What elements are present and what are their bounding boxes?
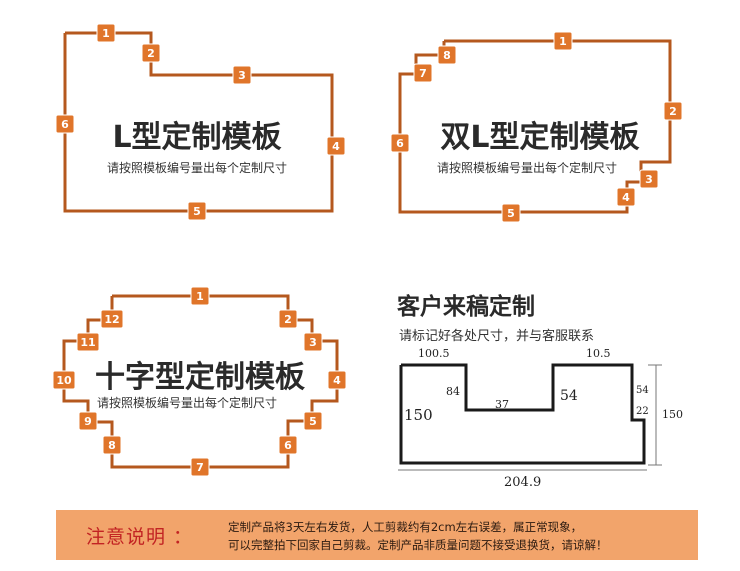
- sketch-outline: [399, 363, 646, 465]
- number-badge: 5: [501, 203, 521, 223]
- svg-text:2: 2: [669, 105, 677, 118]
- cross-badges: 1 2 3 4 5 6 7 8 9 10 11 12: [52, 286, 347, 477]
- l-shape-title: L型定制模板: [112, 120, 281, 155]
- double-l-badges: 1 2 3 4 5 6 7 8: [390, 31, 683, 223]
- svg-text:11: 11: [80, 336, 95, 349]
- number-badge: 8: [102, 435, 122, 455]
- number-badge: 3: [639, 169, 659, 189]
- svg-text:3: 3: [309, 336, 317, 349]
- number-badge: 6: [55, 114, 75, 134]
- measure-notch-bottom: 37: [495, 398, 509, 411]
- cross-subtitle: 请按照模板编号量出每个定制尺寸: [97, 395, 277, 410]
- number-badge: 1: [96, 23, 116, 43]
- number-badge: 12: [100, 309, 124, 329]
- svg-text:10: 10: [56, 374, 72, 387]
- customer-sketch: 客户来稿定制 请标记好各处尺寸，并与客服联系 100.5 10.5 150 84…: [397, 293, 683, 490]
- svg-text:8: 8: [443, 49, 451, 62]
- svg-text:9: 9: [84, 415, 92, 428]
- number-badge: 2: [663, 101, 683, 121]
- svg-text:7: 7: [196, 461, 204, 474]
- l-shape-badges: 1 2 3 4 5 6: [55, 23, 346, 221]
- svg-text:3: 3: [238, 69, 246, 82]
- number-badge: 9: [78, 411, 98, 431]
- measure-right-upper: 54: [636, 385, 649, 396]
- double-l-outline: [398, 39, 672, 214]
- notice-text: 定制产品将3天左右发货，人工剪裁约有2cm左右误差，属正常现象， 可以完整拍下回…: [228, 518, 694, 554]
- l-shape-subtitle: 请按照模板编号量出每个定制尺寸: [107, 160, 287, 175]
- number-badge: 10: [52, 370, 76, 390]
- l-shape-template: L型定制模板 请按照模板编号量出每个定制尺寸 1 2 3 4 5 6: [55, 23, 346, 221]
- number-badge: 3: [303, 332, 323, 352]
- svg-text:2: 2: [147, 47, 155, 60]
- svg-text:1: 1: [102, 27, 110, 40]
- notice-bar: 注意说明 ： 定制产品将3天左右发货，人工剪裁约有2cm左右误差，属正常现象， …: [56, 510, 698, 560]
- svg-text:5: 5: [507, 207, 515, 220]
- svg-text:1: 1: [559, 35, 567, 48]
- number-badge: 4: [616, 187, 636, 207]
- svg-text:1: 1: [196, 290, 204, 303]
- svg-text:6: 6: [396, 137, 404, 150]
- number-badge: 5: [187, 201, 207, 221]
- measure-left-height: 150: [404, 406, 433, 424]
- svg-text:12: 12: [104, 313, 119, 326]
- notice-line-2: 可以完整拍下回家自己剪裁。定制产品非质量问题不接受退换货，请谅解！: [228, 538, 608, 552]
- measure-notch-left: 84: [446, 385, 460, 398]
- l-shape-outline: [63, 31, 334, 213]
- notice-label: 注意说明 ：: [86, 526, 194, 548]
- double-l-subtitle: 请按照模板编号量出每个定制尺寸: [437, 160, 617, 175]
- svg-text:4: 4: [622, 191, 630, 204]
- number-badge: 5: [303, 411, 323, 431]
- number-badge: 6: [278, 435, 298, 455]
- svg-text:4: 4: [333, 374, 341, 387]
- customer-sketch-subtitle: 请标记好各处尺寸，并与客服联系: [399, 328, 594, 344]
- measure-bottom-width: 204.9: [504, 475, 541, 490]
- svg-text:5: 5: [309, 415, 317, 428]
- svg-text:4: 4: [332, 140, 340, 153]
- number-badge: 8: [437, 45, 457, 65]
- double-l-title: 双L型定制模板: [440, 120, 639, 155]
- double-l-template: 双L型定制模板 请按照模板编号量出每个定制尺寸 1 2 3 4 5 6 7 8: [390, 31, 683, 223]
- measure-notch-right: 54: [560, 388, 578, 404]
- svg-text:6: 6: [61, 118, 69, 131]
- cross-title: 十字型定制模板: [95, 360, 305, 395]
- number-badge: 11: [76, 332, 100, 352]
- number-badge: 6: [390, 133, 410, 153]
- measure-top-left: 100.5: [418, 347, 450, 360]
- customer-sketch-title: 客户来稿定制: [397, 293, 535, 320]
- number-badge: 1: [190, 286, 210, 306]
- svg-text:3: 3: [645, 173, 653, 186]
- notice-line-1: 定制产品将3天左右发货，人工剪裁约有2cm左右误差，属正常现象，: [228, 520, 583, 534]
- number-badge: 2: [278, 309, 298, 329]
- number-badge: 4: [326, 136, 346, 156]
- svg-text:6: 6: [284, 439, 292, 452]
- svg-text:5: 5: [193, 205, 201, 218]
- number-badge: 1: [553, 31, 573, 51]
- measure-right-step: 22: [636, 406, 649, 417]
- svg-text:7: 7: [419, 67, 427, 80]
- number-badge: 2: [141, 43, 161, 63]
- measure-right-total: 150: [662, 408, 683, 421]
- number-badge: 4: [327, 370, 347, 390]
- number-badge: 3: [232, 65, 252, 85]
- number-badge: 7: [413, 63, 433, 83]
- number-badge: 7: [190, 457, 210, 477]
- svg-text:8: 8: [108, 439, 116, 452]
- measure-top-right: 10.5: [586, 347, 611, 360]
- svg-text:2: 2: [284, 313, 292, 326]
- cross-template: 十字型定制模板 请按照模板编号量出每个定制尺寸 1 2 3 4 5 6 7 8 …: [52, 286, 347, 477]
